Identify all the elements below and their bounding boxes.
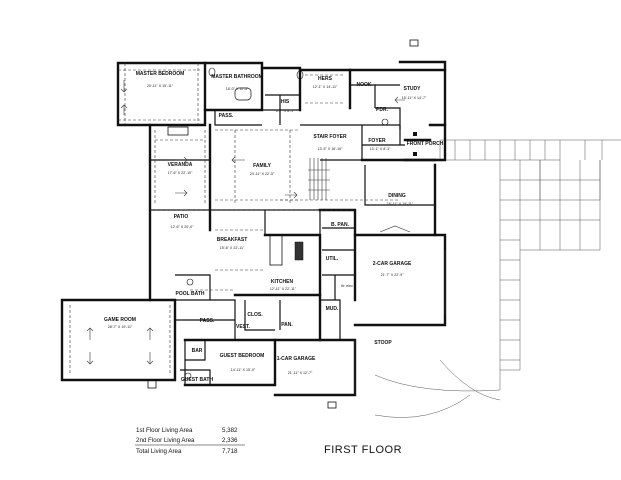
area-row-2-label: 2nd Floor Living Area bbox=[136, 437, 195, 444]
vest-label: VEST. bbox=[236, 324, 251, 330]
master-bath-dim: 18'-0" X 11'-5" bbox=[226, 87, 249, 91]
hers-dim: 12'-1" X 14'-11" bbox=[313, 85, 338, 89]
breakfast-dim: 15'-6" X 22'-11" bbox=[220, 246, 245, 250]
patio-label: PATIO bbox=[174, 214, 189, 220]
guest-bedroom-label: GUEST BEDROOM bbox=[220, 353, 265, 359]
stair-foyer-dim: 13'-5" X 16'-10" bbox=[318, 147, 343, 151]
breakfast-label: BREAKFAST bbox=[217, 237, 248, 243]
veranda-dim: 17'-6" X 22'-10" bbox=[168, 171, 193, 175]
family-label: FAMILY bbox=[253, 163, 272, 169]
dining-dim: 16'-11" X 15'-11" bbox=[387, 202, 414, 206]
kitchen-label: KITCHEN bbox=[271, 279, 294, 285]
hers-label: HERS bbox=[318, 76, 333, 82]
area-row-1-label: 1st Floor Living Area bbox=[136, 427, 193, 434]
pan-label: PAN. bbox=[281, 322, 293, 328]
kitchen-dim: 12'-11" X 22'-11" bbox=[270, 287, 297, 291]
b-pan-label: B. PAN. bbox=[331, 222, 350, 228]
patio-dim: 12'-6" X 20'-0" bbox=[171, 225, 194, 229]
garage2-label: 2-CAR GARAGE bbox=[373, 261, 412, 267]
ceiling-lines bbox=[69, 63, 400, 375]
garage2-dim: 21'-7" X 22'-9" bbox=[381, 273, 404, 277]
area-row-3-value: 7,718 bbox=[222, 448, 238, 455]
pool-bath-label: POOL BATH bbox=[176, 291, 205, 297]
his-label: HIS bbox=[281, 99, 290, 105]
direction-arrows bbox=[86, 80, 405, 365]
family-dim: 24'-11" X 22'-5" bbox=[250, 172, 275, 176]
area-row-2-value: 2,336 bbox=[222, 437, 238, 444]
game-room-label: GAME ROOM bbox=[104, 317, 136, 323]
pdr-label: PDR. bbox=[376, 107, 389, 113]
room-labels: MASTER BEDROOM 20'-11" X 15'-11" MASTER … bbox=[104, 71, 444, 383]
study-label: STUDY bbox=[404, 86, 422, 92]
veranda-label: VERANDA bbox=[168, 162, 193, 168]
master-bath-label: MASTER BATHROOM bbox=[211, 74, 263, 80]
guest-bedroom-dim: 14'-11" X 15'-0" bbox=[231, 368, 256, 372]
foyer-dim: 13'-1" X 8'-3" bbox=[370, 147, 391, 151]
floor-title: FIRST FLOOR bbox=[324, 444, 402, 456]
guest-bath-label: GUEST BATH bbox=[181, 377, 214, 383]
mud-label: MUD. bbox=[326, 306, 339, 312]
area-row-3-label: Total Living Area bbox=[136, 448, 182, 455]
nook-label: NOOK bbox=[357, 82, 372, 88]
garage1-dim: 21'-11" X 12'-7" bbox=[288, 371, 313, 375]
area-row-1-value: 5,382 bbox=[222, 427, 238, 434]
front-porch-label: FRONT PORCH bbox=[407, 141, 444, 147]
stair-foyer-label: STAIR FOYER bbox=[313, 134, 347, 140]
stoop-label: STOOP bbox=[374, 340, 392, 346]
pass-top-label: PASS. bbox=[219, 113, 234, 119]
master-bedroom-dim: 20'-11" X 15'-11" bbox=[147, 84, 174, 88]
pass-left-label: PASS. bbox=[200, 318, 215, 324]
foyer-label: FOYER bbox=[368, 138, 386, 144]
area-table: 1st Floor Living Area 5,382 2nd Floor Li… bbox=[135, 427, 245, 455]
his-dim: 6'-7" X 8'-1" bbox=[276, 109, 295, 113]
bar-label: BAR bbox=[192, 348, 203, 354]
fixtures bbox=[147, 39, 446, 409]
study-dim: 15'-11" X 14'-7" bbox=[402, 96, 427, 100]
ftr-elev-label: ftr. elev bbox=[341, 284, 353, 288]
util-label: UTIL. bbox=[326, 256, 339, 262]
paver-walkway bbox=[374, 139, 621, 418]
dining-label: DINING bbox=[388, 193, 406, 199]
master-bedroom-label: MASTER BEDROOM bbox=[136, 71, 185, 77]
garage1-label: 1-CAR GARAGE bbox=[277, 356, 316, 362]
clos-label: CLOS. bbox=[247, 312, 263, 318]
game-room-dim: 28'-7" X 19'-11" bbox=[108, 325, 133, 329]
